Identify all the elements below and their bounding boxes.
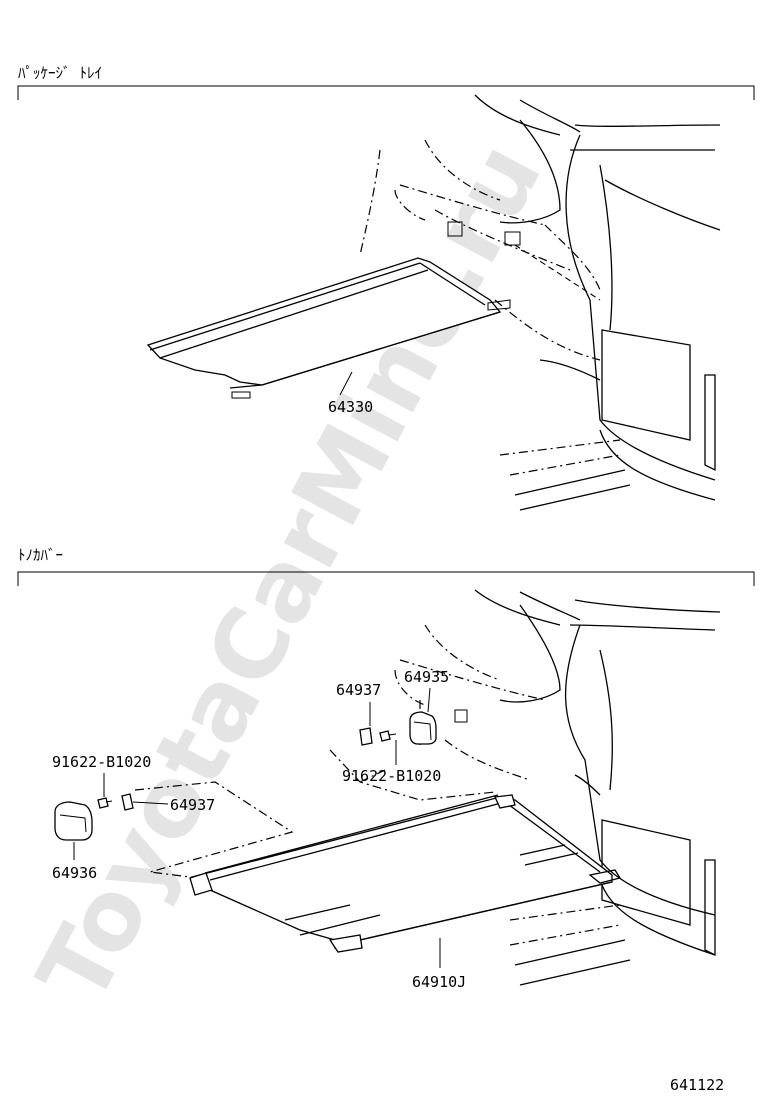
clip-left-leader (132, 801, 169, 805)
callout-clip-right: 64937 (336, 681, 381, 699)
tray-callout-leader (339, 371, 353, 396)
clip-right (359, 727, 373, 746)
bolt-left (97, 797, 113, 809)
section-title-tonneau-cover: ﾄﾉｶﾊﾞｰ (18, 546, 63, 564)
section-bracket-top (17, 85, 755, 100)
holder-right-leader (427, 687, 431, 713)
diagram-id: 641122 (670, 1076, 724, 1094)
package-tray (146, 257, 511, 399)
holder-right-64935 (409, 711, 437, 745)
section-bracket-bottom (17, 571, 755, 586)
callout-cover: 64910J (412, 973, 466, 991)
section-title-package-tray: ﾊﾟｯｹｰｼﾞ ﾄﾚｲ (18, 64, 102, 82)
clip-left (121, 793, 134, 811)
callout-clip-left: 64937 (170, 796, 215, 814)
vehicle-body-upper (359, 94, 721, 511)
callout-bolt-left: 91622-B1020 (52, 753, 151, 771)
callout-tray: 64330 (328, 398, 373, 416)
holder-left-64936 (54, 801, 93, 841)
vehicle-body-lower (394, 589, 721, 986)
bolt-right (379, 730, 397, 742)
callout-holder-left: 64936 (52, 864, 97, 882)
callout-holder-right: 64935 (404, 668, 449, 686)
tonneau-cover (189, 794, 622, 953)
callout-bolt-right: 91622-B1020 (342, 767, 441, 785)
